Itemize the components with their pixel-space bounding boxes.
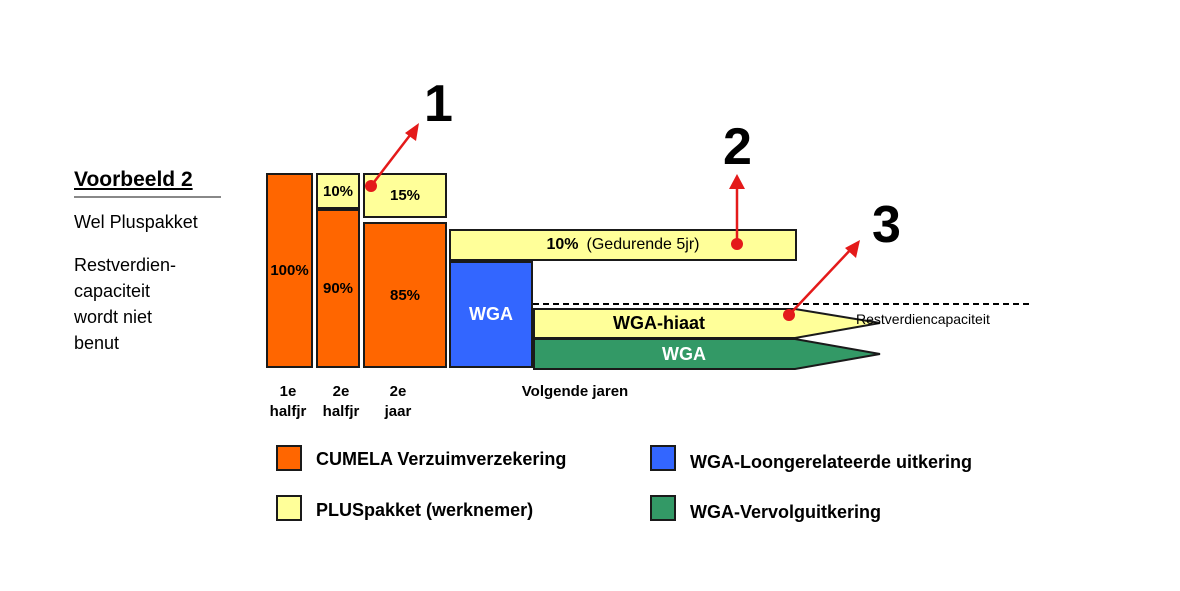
xlabel-year2: 2e jaar <box>373 382 423 422</box>
xlabel-line: halfjr <box>322 403 360 420</box>
bar-plus-5yr: 10% (Gedurende 5jr) <box>449 229 797 261</box>
arrow-2-dot <box>731 238 743 250</box>
xlabel-line: 1e <box>279 383 297 400</box>
legend-label-wga-loon: WGA-Loongerelateerde uitkering <box>690 452 973 472</box>
bar-wga-loongerelateerd: WGA <box>449 261 533 368</box>
legend-swatch-wga-vervolg <box>650 495 676 521</box>
legend-swatch-cumela <box>276 445 302 471</box>
legend-swatch-wga-loon <box>650 445 676 471</box>
bar-label: WGA <box>469 304 513 324</box>
marker-2: 2 <box>723 118 752 176</box>
wga-hiaat-label: WGA-hiaat <box>613 313 705 333</box>
bar-note: (Gedurende 5jr) <box>586 236 700 253</box>
bar-label: 15% <box>389 187 421 204</box>
marker-3: 3 <box>872 196 901 254</box>
description-line: benut <box>74 333 120 353</box>
xlabel-half1: 1e halfjr <box>263 382 313 422</box>
legend-label-wga-vervolg: WGA-Vervolguitkering <box>690 502 882 522</box>
xlabel-line: halfjr <box>269 403 307 420</box>
arrow-3-head <box>845 240 860 258</box>
subtitle: Wel Pluspakket <box>74 212 198 232</box>
description-line: capaciteit <box>74 281 151 301</box>
bar-half2-cumela: 90% <box>316 209 360 368</box>
bar-year2-plus: 15% <box>363 173 447 218</box>
bar-label: 90% <box>322 280 354 297</box>
bar-year2-cumela: 85% <box>363 222 447 368</box>
legend-label-plus: PLUSpakket (werknemer) <box>316 500 534 520</box>
bar-half1-cumela: 100% <box>266 173 313 368</box>
bar-label: 85% <box>389 286 421 304</box>
xlabel-line: 2e <box>332 383 350 400</box>
arrow-1-line <box>370 129 415 187</box>
xlabel-line: 2e <box>389 383 407 400</box>
wga-vervolg-label: WGA <box>662 343 706 364</box>
description-line: wordt niet <box>74 307 153 327</box>
diagram-title: Voorbeeld 2 <box>74 168 193 191</box>
arrow-3-line <box>788 246 854 316</box>
marker-1: 1 <box>424 75 453 133</box>
arrow-1-head <box>405 123 419 141</box>
xlabel-later: Volgende jaren <box>521 383 629 400</box>
bar-wga-vervolg <box>533 338 881 370</box>
bar-label: 10% <box>322 182 354 200</box>
xlabel-line: jaar <box>384 403 412 420</box>
description: Restverdien- capaciteit wordt niet benut <box>74 252 176 356</box>
bar-label: 10% <box>546 236 579 253</box>
legend-label-cumela: CUMELA Verzuimverzekering <box>316 449 567 469</box>
legend-swatch-plus <box>276 495 302 521</box>
bar-label: 100% <box>270 262 309 279</box>
title-underline <box>74 196 221 198</box>
arrow-2-head <box>729 174 745 189</box>
arrow-1-dot <box>365 180 377 192</box>
arrow-3-dot <box>783 309 795 321</box>
description-line: Restverdien- <box>74 255 177 275</box>
restverdien-label: Restverdiencapaciteit <box>856 311 990 327</box>
xlabel-half2: 2e halfjr <box>316 382 366 422</box>
bar-half2-plus: 10% <box>316 173 360 209</box>
